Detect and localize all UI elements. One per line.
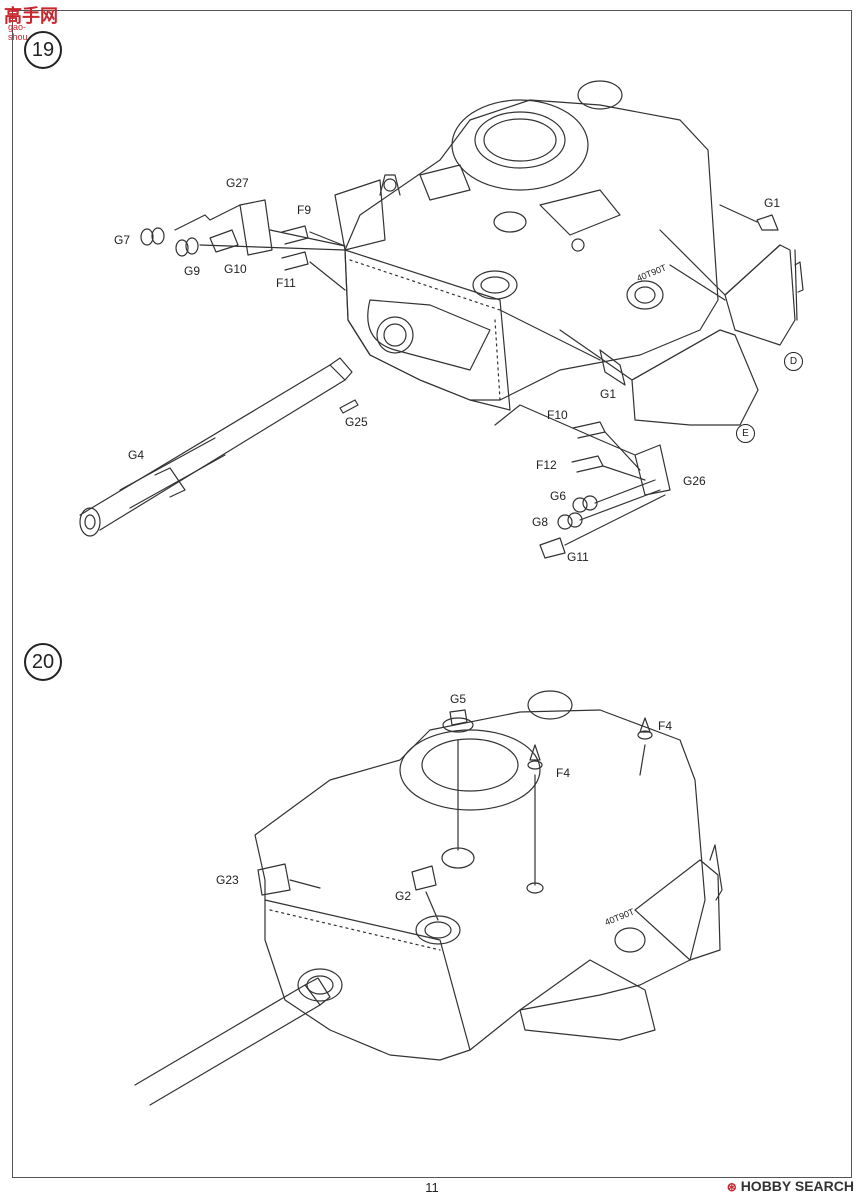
hobbysearch-mark-icon: ⊛ (726, 1180, 737, 1194)
part-label: G10 (224, 262, 247, 276)
step19-turret (334, 80, 804, 426)
part-label: G26 (683, 474, 706, 488)
step-number-19: 19 (24, 31, 62, 69)
step19-gun-barrel (79, 357, 359, 537)
part-label: G5 (450, 692, 467, 706)
step19-right-parts (494, 204, 779, 559)
part-label: G7 (114, 233, 131, 247)
part-label: F11 (276, 276, 296, 290)
part-label: G1 (764, 196, 781, 210)
part-label: G2 (395, 889, 412, 903)
step19-left-parts (140, 199, 346, 291)
part-label: G23 (216, 873, 239, 887)
part-label: F4 (556, 766, 571, 780)
part-label: F10 (547, 408, 568, 422)
part-label: G4 (128, 448, 145, 462)
part-label: F9 (297, 203, 312, 217)
page-number: 11 (425, 1180, 439, 1195)
part-label: G8 (532, 515, 549, 529)
step-number-20: 20 (24, 643, 62, 681)
part-label: G27 (226, 176, 249, 190)
subassembly-tag-e: E (736, 424, 755, 443)
watermark-hobbysearch: ⊛ HOBBY SEARCH (726, 1178, 854, 1194)
part-label: G11 (567, 550, 589, 564)
step20-turret (254, 690, 723, 1061)
subassembly-tag-d: D (784, 352, 803, 371)
part-label: G9 (184, 264, 201, 278)
part-label: G25 (345, 415, 368, 429)
part-label: F4 (658, 719, 673, 733)
step20-gun-barrel (134, 977, 331, 1106)
part-label: G1 (600, 387, 617, 401)
part-label: F12 (536, 458, 557, 472)
part-label: G6 (550, 489, 567, 503)
page-border (12, 10, 852, 1178)
